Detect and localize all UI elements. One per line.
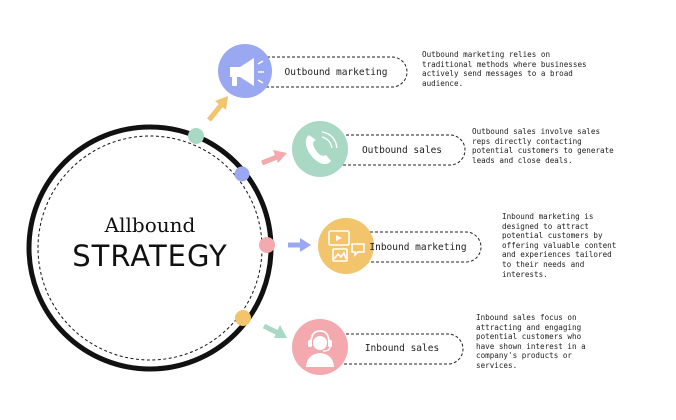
item-label: Inbound marketing xyxy=(369,242,466,253)
item-label: Outbound sales xyxy=(362,145,442,156)
title-allbound: Allbound xyxy=(104,213,196,237)
item-outbound-sales: Outbound sales xyxy=(292,121,466,177)
pill-outline xyxy=(336,134,466,166)
item-inbound-marketing: Inbound marketing xyxy=(318,218,482,274)
megaphone-icon xyxy=(230,58,264,86)
icon-circle xyxy=(292,121,348,177)
item-inbound-sales: Inbound sales xyxy=(292,319,464,375)
pill-outline xyxy=(336,333,464,365)
arrow-inbound-marketing xyxy=(288,238,311,252)
ring-dot-green xyxy=(188,128,204,144)
desc-inbound-marketing: Inbound marketing is designed to attract… xyxy=(502,212,617,279)
item-label: Outbound marketing xyxy=(285,67,388,78)
desc-outbound-marketing: Outbound marketing relies on traditional… xyxy=(422,50,587,88)
ring-dot-pink xyxy=(259,237,275,253)
arrow-outbound-marketing xyxy=(207,96,228,122)
phone-icon xyxy=(305,131,338,165)
media-icon xyxy=(328,230,365,262)
ring-dot-blue xyxy=(234,166,250,182)
desc-inbound-sales: Inbound sales focus on attracting and en… xyxy=(476,313,586,370)
headset-agent-icon xyxy=(306,330,334,367)
item-outbound-marketing: Outbound marketing xyxy=(218,44,408,98)
icon-circle xyxy=(318,218,374,274)
arrow-outbound-sales xyxy=(261,150,287,166)
item-label: Inbound sales xyxy=(365,343,439,354)
arrow-inbound-sales xyxy=(262,323,287,338)
desc-outbound-sales: Outbound sales involve sales reps direct… xyxy=(472,127,614,165)
ring-dot-yellow xyxy=(235,310,251,326)
title-strategy: STRATEGY xyxy=(72,239,227,273)
center-ring: Allbound STRATEGY xyxy=(26,124,274,372)
